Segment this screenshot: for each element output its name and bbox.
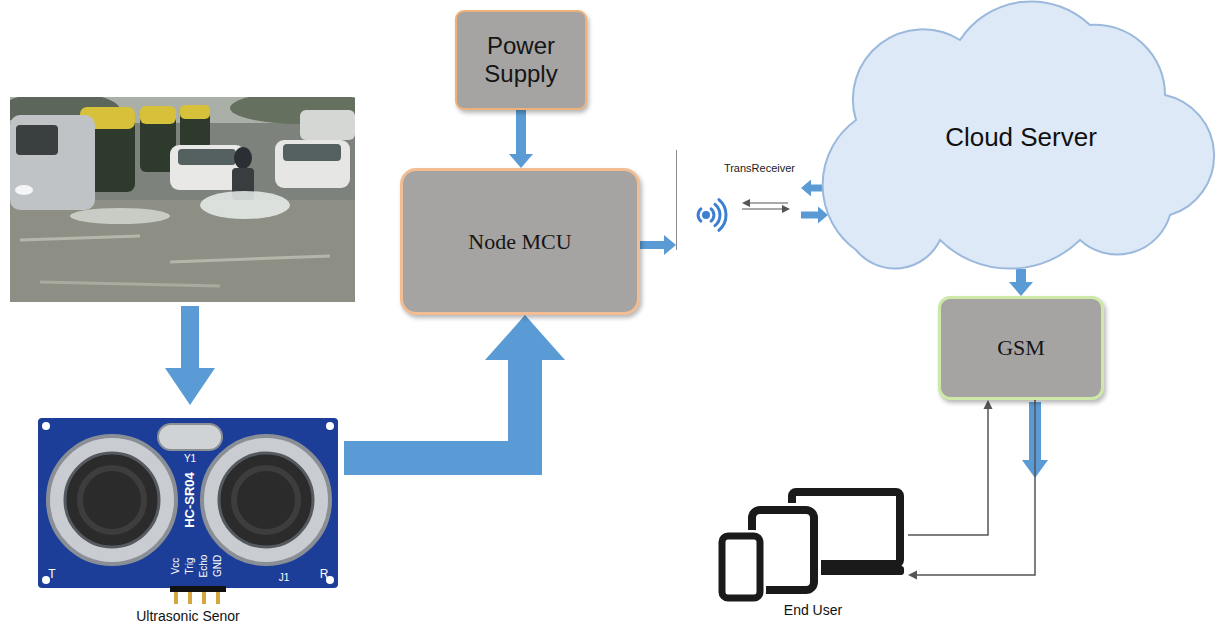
arrow-head [1009,282,1033,296]
wifi-symbol-part [719,200,726,231]
power-supply-box: Power Supply [455,10,587,110]
sensor-board-part [170,586,226,592]
flow-arrow [801,207,828,224]
sensor-board-part [48,436,176,564]
wifi-symbol-part [715,204,720,225]
flood-photo-part [10,200,355,302]
flood-photo-part [10,97,355,302]
node-label: GSM [997,335,1045,361]
arrow-shaft [810,185,823,192]
cloud-shape [823,1,1214,268]
flow-arrow-part [181,306,199,370]
arrow-head [984,400,993,409]
part-label: Y1 [184,454,196,464]
flood-photo-part [200,191,290,219]
sensor-board-part [219,453,313,547]
arrow-head [509,154,533,168]
flood-photo-part [283,144,341,161]
sensor-board-part [38,418,338,588]
arrow-shaft [908,408,988,535]
part-label: HC-SR04 [183,472,196,528]
flow-arrow [344,315,565,458]
arrow-shaft [916,400,1035,575]
end-user-devices: End User [718,485,908,620]
sensor-board-part [80,468,144,532]
flow-arrow [165,306,215,405]
part-label: R [320,568,329,580]
pin-label: Trig [185,558,195,575]
node-label: Power Supply [465,32,577,88]
node-label: Cloud Server [945,122,1097,153]
arrow-head [664,235,676,255]
flood-photo-part [180,105,210,119]
flood-photo-part [10,115,95,210]
device-icons [722,492,904,598]
flow-arrow [640,235,676,255]
flood-photo-part [20,236,140,240]
flood-photo-part [16,125,58,155]
node-label: TransReceiver [724,162,795,174]
wifi-symbol-part [711,209,714,221]
flow-arrow [509,110,533,168]
sensor-board-part [216,592,220,604]
sensor-board-part [234,468,298,532]
flood-photo-part [15,185,33,195]
gsm-box: GSM [938,296,1104,400]
arrow-shaft [344,359,525,458]
sensor-board-part [174,592,178,604]
transceiver: TransReceiver [676,150,801,250]
part-label: T [48,568,55,580]
flow-arrow-part [165,368,215,405]
arrow-head [801,180,811,197]
flow-arrow [908,400,993,535]
signal-arrows-part [742,199,750,207]
device-icons-part [722,536,760,598]
pin-label: Echo [199,555,209,578]
signal-arrows [742,199,790,213]
flood-photo-part [70,208,170,224]
flood-photo-part [40,282,220,286]
sensor-board-part [326,422,334,430]
pin-label: Vcc [171,558,181,575]
signal-arrows-part [782,205,790,213]
sensor-board-part [202,592,206,604]
mcu-box: Node MCU [400,168,640,315]
arrow-head [485,315,565,360]
arrow-shaft [516,110,526,155]
flood-photo-part [140,106,176,124]
flood-photo-part [170,256,330,262]
pin-label: GND [213,555,223,577]
sensor-board [38,418,338,604]
sensor-board-part [202,436,330,564]
wifi-symbol [698,200,726,231]
wifi-symbol-part [702,211,710,219]
part-label: J1 [279,573,290,583]
sensor-board-part [42,422,50,430]
sensor-board-part [188,592,192,604]
device-icons-part [722,536,760,598]
flow-arrow [801,180,823,197]
node-label: End User [784,602,842,618]
arrow-shaft [640,241,665,249]
signal-arrows-part [742,208,782,209]
flood-photo-part [275,140,350,188]
cloud-server: Cloud Server [820,0,1222,275]
node-label: Ultrasonic Senor [136,608,240,624]
flood-photo-part [178,149,236,165]
arrow-shaft [1016,269,1026,283]
flood-photo-part [234,147,252,169]
flow-arrow [1009,269,1033,296]
node-label: Node MCU [468,229,571,255]
arrow-head [908,571,917,580]
sensor-board-part [65,453,159,547]
signal-arrows-part [748,202,788,203]
arrow-shaft [801,212,819,219]
flow-arrow [908,400,1035,580]
wifi-symbol-part [698,209,701,221]
flood-photo [10,97,355,302]
flood-photo-part [300,110,355,140]
sensor-board-part [158,424,222,450]
